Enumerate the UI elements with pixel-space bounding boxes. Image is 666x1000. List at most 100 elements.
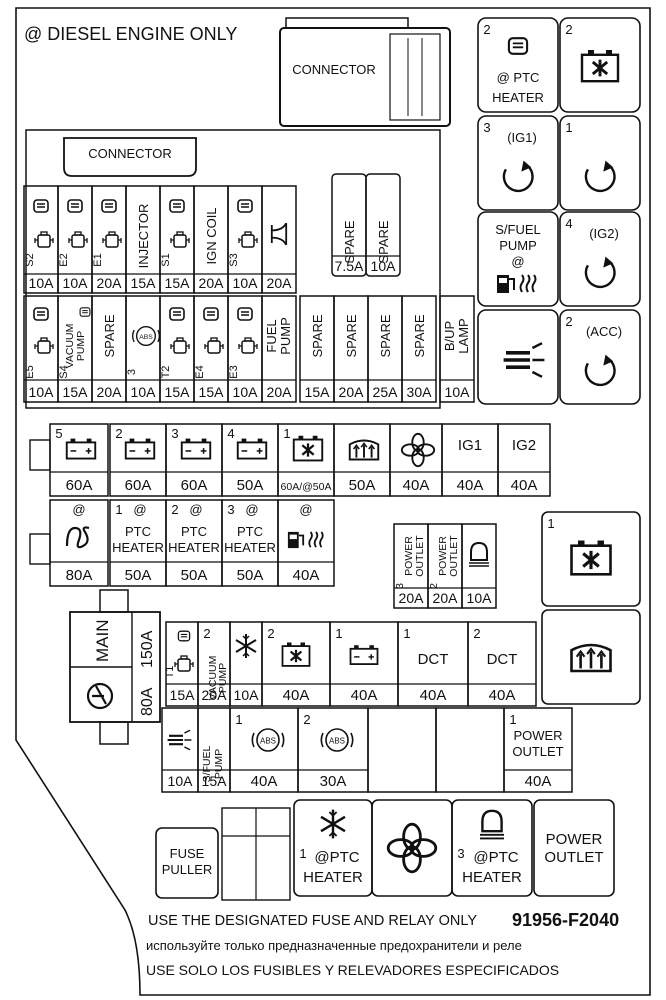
- relay-label: (IG2): [589, 226, 619, 241]
- fuse-label: HEATER: [168, 540, 220, 555]
- fuse-number: 5: [55, 426, 62, 441]
- fuse-rating: 10A: [233, 384, 259, 400]
- fuse-label: POWER: [403, 536, 415, 576]
- relay: 1: [541, 511, 641, 607]
- fuse-label: OUTLET: [414, 535, 426, 577]
- fuse-box-outline: [15, 7, 651, 996]
- fuse-tag: S4: [58, 365, 70, 378]
- fuse-tag: S2: [24, 253, 36, 266]
- fuse-number: 2: [303, 712, 310, 727]
- fuse-rating: 60A: [181, 477, 208, 494]
- fuse-label: PUMP: [278, 317, 293, 355]
- engine-icon: [170, 231, 190, 248]
- relay-label: (ACC): [586, 324, 622, 339]
- fuse-rating: 10A: [63, 275, 89, 291]
- horn-icon: [501, 341, 547, 379]
- fuse-rating: 15A: [202, 773, 228, 789]
- headlamp-icon: [478, 809, 506, 840]
- fuse-number: 3: [394, 583, 406, 589]
- relay-label: FUSE: [170, 846, 205, 861]
- right-relay-column: 2@ PTCHEATER23(IG1)1S/FUELPUMP@4(IG2)2(A…: [477, 17, 641, 405]
- rotation-icon: [584, 159, 616, 193]
- fuse-rating: 10A: [445, 384, 471, 400]
- svg-text:CONNECTOR: CONNECTOR: [292, 62, 376, 77]
- ac-compressor-icon: [319, 808, 347, 840]
- ac-compressor-icon: [235, 633, 257, 659]
- fuse-number: 3: [227, 502, 234, 517]
- relay-housing: [477, 115, 559, 211]
- fuse-rating: 20A: [202, 687, 228, 703]
- fuse-label: SPARE: [378, 314, 393, 357]
- relay-number: 1: [299, 846, 306, 861]
- fuse-rating: 10A: [131, 384, 157, 400]
- fan-relay-icon: [281, 641, 311, 667]
- relay-label: @ PTC: [497, 70, 540, 85]
- fuse-label: PUMP: [75, 331, 87, 361]
- fuse-number: 3: [171, 426, 178, 441]
- svg-text:80A: 80A: [139, 687, 156, 716]
- fuse-rating: 20A: [399, 590, 425, 606]
- fuse-label: PUMP: [217, 663, 229, 693]
- fuse-tag: E1: [92, 253, 104, 266]
- fuse-label: FUEL: [264, 319, 279, 352]
- fuse-slot: [49, 499, 109, 587]
- fuse-rating: 60A: [66, 477, 93, 494]
- module-icon: [33, 199, 49, 213]
- fuel-pump-icon: [286, 531, 305, 549]
- fuse-rating: 15A: [131, 275, 157, 291]
- module-icon: [33, 307, 49, 321]
- battery-icon: [349, 644, 379, 665]
- fuse-rating: 80A: [66, 567, 93, 584]
- fuse-number: 2: [115, 426, 122, 441]
- fuse-rating: 40A: [489, 687, 516, 704]
- relay-number: 3: [457, 846, 464, 861]
- abs-icon: [251, 728, 285, 752]
- fuse-slot: [467, 621, 537, 707]
- fuel-pump-icon: [496, 274, 515, 294]
- relay-label: PUMP: [499, 238, 537, 253]
- relay-housing: [477, 309, 559, 405]
- fuse-rating: 20A: [97, 275, 123, 291]
- fuse-rating: 30A: [320, 773, 347, 790]
- main-fuse: MAIN 150A 80A: [69, 589, 161, 745]
- relay-housing: [559, 211, 641, 307]
- relay-housing: [559, 115, 641, 211]
- engine-icon: [34, 337, 54, 354]
- fuse-rating: 40A: [403, 477, 430, 494]
- multi-fuse: 80A@: [49, 499, 109, 587]
- engine-icon: [238, 337, 258, 354]
- battery-icon: [124, 437, 156, 460]
- fuse-slot: [365, 173, 401, 277]
- battery-icon: [180, 437, 212, 460]
- side-relays: 1: [541, 511, 641, 705]
- fuse-number: @: [133, 502, 146, 517]
- fuse-label: PTC: [237, 524, 263, 539]
- relay-number: 1: [565, 120, 572, 135]
- engine-icon: [34, 231, 54, 248]
- rotation-icon: [502, 159, 534, 193]
- fuse-rating: 10A: [371, 258, 397, 274]
- fuse-rating: 10A: [29, 384, 55, 400]
- fan-relay-icon: [580, 48, 620, 83]
- fuse-rating: 10A: [234, 687, 260, 703]
- engine-icon: [174, 655, 194, 672]
- fuse-tag: 3: [126, 369, 138, 375]
- fuse-number: 1: [335, 626, 342, 641]
- fan-relay-icon: [569, 538, 613, 576]
- fuse-rating: 40A: [420, 687, 447, 704]
